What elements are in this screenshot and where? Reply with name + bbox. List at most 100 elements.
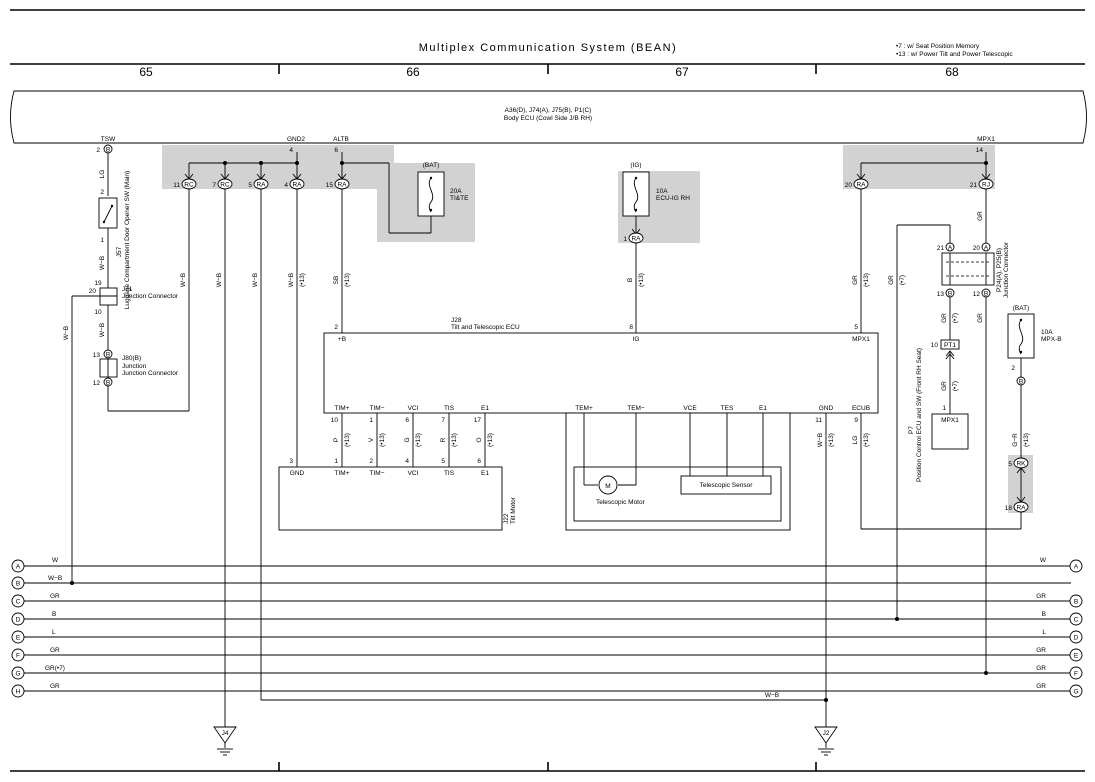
ecu-pin-num: 2 (334, 324, 338, 331)
wire-note: (•13) (299, 273, 306, 287)
body-ecu-block (10, 90, 1087, 144)
svg-text:GR: GR (1036, 593, 1046, 600)
ecu-pin-label: +B (338, 336, 346, 343)
svg-text:RC: RC (184, 182, 194, 189)
component-id: P24(A), P25(B) (996, 248, 1003, 292)
svg-text:D: D (16, 617, 21, 624)
connector-ra-4: RA 4 (284, 173, 305, 190)
fuse-supply: (BAT) (423, 162, 440, 169)
wire-color-gr: GR (977, 211, 984, 221)
connector-code: B (106, 147, 110, 154)
svg-text:C: C (16, 599, 21, 606)
pin-num: 12 (93, 380, 101, 387)
component-name: Position Control ECU and SW (Front RH Se… (916, 348, 923, 482)
page-title: Multiplex Communication System (BEAN) (419, 42, 677, 54)
svg-text:L: L (1042, 629, 1046, 636)
pin-num: 20 (973, 245, 981, 252)
wire-color: V (368, 437, 375, 442)
component-name: Tilt and Telescopic ECU (451, 324, 520, 331)
p7-pin-label: MPX1 (941, 417, 959, 424)
pin-num: 7 (441, 417, 445, 424)
component-name: Luggage Compartment Door Opener SW (Main… (124, 171, 131, 309)
wire-color-sb: SB (333, 276, 340, 285)
ecu-pin-num: 5 (854, 324, 858, 331)
pin-label-gnd2: GND2 (287, 136, 305, 143)
ecu-pin-label: E1 (759, 405, 767, 412)
connector-code: B (1019, 379, 1023, 386)
wire-color-gr: G−R (1012, 433, 1019, 447)
bus-left-labels: A B C D E F G H (11, 559, 25, 698)
svg-text:RA: RA (856, 182, 866, 189)
pin-num: 20 (89, 288, 97, 295)
svg-text:GR: GR (1036, 665, 1046, 672)
pin-num: 1 (942, 405, 946, 412)
pin-num: 4 (405, 458, 409, 465)
svg-text:RJ: RJ (982, 182, 990, 189)
wire-color-wb: W−B (817, 433, 824, 447)
svg-text:E: E (16, 635, 21, 642)
pin-num: 13 (93, 352, 101, 359)
wire-color-gr: GR (941, 381, 948, 391)
wire-color-gr: GR (977, 313, 984, 323)
wire-color-wb: W−B (288, 273, 295, 287)
connector-rj-21: RJ 21 (970, 173, 994, 190)
wire-note: (•13) (487, 433, 494, 447)
bus-wire-colors-left: W W−B GR B L GR GR(•7) GR (45, 557, 65, 690)
wire-color-wb: W−B (99, 323, 106, 337)
svg-text:L: L (52, 629, 56, 636)
pin-num: 21 (937, 245, 945, 252)
svg-text:1: 1 (623, 236, 627, 243)
ecu-pin-label: VCE (683, 405, 697, 412)
wire-note: (•13) (344, 433, 351, 447)
svg-text:RK: RK (1016, 461, 1026, 468)
connector-code: B (984, 291, 988, 298)
svg-text:RA: RA (1016, 505, 1026, 512)
wire-note: (•7) (952, 381, 959, 391)
connector-code: B (106, 380, 110, 387)
ecu-pin-label: GND (819, 405, 834, 412)
component-id: J80(B) (122, 355, 141, 362)
pin-num: 1 (369, 417, 373, 424)
telescopic-sensor (680, 475, 772, 495)
pin-num: 1 (100, 237, 104, 244)
svg-text:J4: J4 (222, 730, 229, 737)
ground-j2: J2 (814, 726, 838, 756)
wire-color: G (404, 437, 411, 442)
ecu-pin-label: TEM− (627, 405, 645, 412)
svg-text:15: 15 (326, 182, 334, 189)
svg-text:E: E (1074, 653, 1079, 660)
tilt-pin-label: TIS (444, 470, 455, 477)
page-number: 65 (139, 65, 153, 79)
wire-note: (•13) (379, 433, 386, 447)
pin-num: 6 (334, 147, 338, 154)
telescopic-sensor-label: Telescopic Sensor (700, 482, 754, 489)
pin-num: 19 (94, 280, 102, 287)
page-number: 66 (406, 65, 420, 79)
ecu-pin-label: TIS (444, 405, 455, 412)
svg-text:RA: RA (292, 182, 302, 189)
wire-color-wb: W−B (99, 256, 106, 270)
wire-note: (•13) (451, 433, 458, 447)
pin-num: 2 (1011, 365, 1015, 372)
svg-text:D: D (1074, 635, 1079, 642)
wire-color-wb: W−B (180, 273, 187, 287)
ecu-pin-label: MPX1 (852, 336, 870, 343)
svg-text:G: G (15, 671, 20, 678)
ecu-pin-label: IG (633, 336, 640, 343)
ecu-pin-label: VCI (408, 405, 419, 412)
svg-text:W: W (52, 557, 59, 564)
tilt-pin-label: GND (290, 470, 305, 477)
wire-color-gr: GR (888, 275, 895, 285)
pin-num: 2 (369, 458, 373, 465)
wire-color-gr: GR (941, 313, 948, 323)
fuse-supply: (IG) (630, 162, 641, 169)
fuse-supply: (BAT) (1013, 305, 1030, 312)
connector-code: B (106, 352, 110, 359)
svg-text:A: A (16, 564, 21, 571)
pin-num: 9 (854, 417, 858, 424)
svg-text:4: 4 (284, 182, 288, 189)
note-13: •13 : w/ Power Tilt and Power Telescopic (896, 51, 1013, 58)
fuse-amp: 10A (656, 188, 668, 195)
pin-num: 6 (477, 458, 481, 465)
